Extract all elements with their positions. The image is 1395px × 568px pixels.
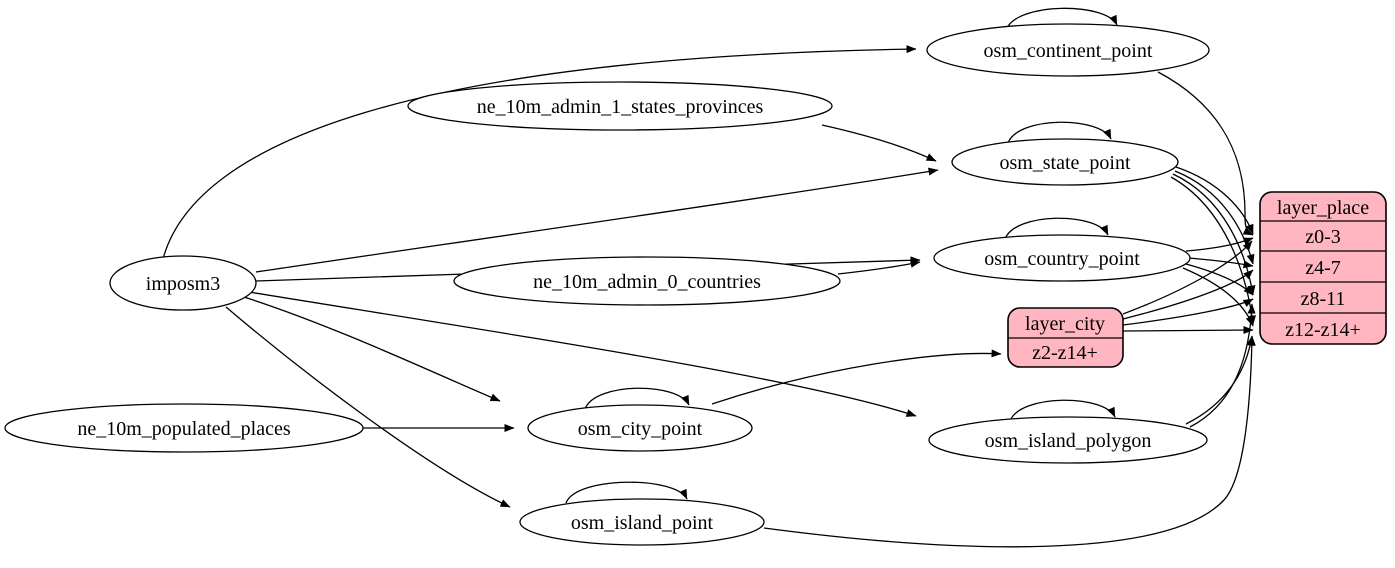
edge-osm_island_polygon-layer_place-z8-11 xyxy=(1189,303,1256,428)
layer_place-row-z4-7: z4-7 xyxy=(1305,257,1341,279)
node-imposm3: imposm3 xyxy=(109,255,257,311)
node-layer_place: layer_place z0-3 z4-7 z8-11 z12-z14+ xyxy=(1259,191,1387,345)
node-ne_10m_admin_0_countries: ne_10m_admin_0_countries xyxy=(453,256,841,306)
edge-loop-osm_continent_point xyxy=(1005,7,1118,31)
edge-osm_state_point-layer_place-z8-11 xyxy=(1172,173,1256,296)
node-osm_city_point: osm_city_point xyxy=(527,404,753,452)
node-osm_island_point-shape xyxy=(519,498,765,546)
node-osm_island_polygon-shape xyxy=(928,416,1208,464)
edge-imposm3-osm_island_polygon xyxy=(248,291,917,417)
node-osm_city_point-shape xyxy=(527,404,753,452)
node-ne_10m_populated_places: ne_10m_populated_places xyxy=(4,403,364,453)
node-osm_city_point-label: osm_city_point xyxy=(578,418,703,440)
edge-osm_state_point-layer_place-z4-7 xyxy=(1174,170,1255,265)
node-ne_10m_admin_0_countries-label: ne_10m_admin_0_countries xyxy=(533,271,761,293)
edge-osm_continent_point-layer_place-z0-3 xyxy=(1157,71,1254,236)
edge-osm_country_point-layer_place-z0-3 xyxy=(1185,237,1254,252)
node-osm_island_point-label: osm_island_point xyxy=(571,512,714,534)
edge-loop-osm_country_point xyxy=(1004,217,1109,240)
node-osm_island_polygon: osm_island_polygon xyxy=(928,416,1208,464)
layer_city-row-z2-z14: z2-z14+ xyxy=(1032,342,1098,364)
node-osm_continent_point: osm_continent_point xyxy=(926,23,1210,77)
node-osm_country_point-shape xyxy=(933,234,1191,282)
node-osm_state_point: osm_state_point xyxy=(951,138,1179,186)
node-ne_10m_admin_1_states_provinces: ne_10m_admin_1_states_provinces xyxy=(407,81,833,131)
node-osm_state_point-label: osm_state_point xyxy=(999,152,1131,174)
edge-osm_state_point-layer_place-z0-3 xyxy=(1175,166,1254,235)
edge-osm_country_point-layer_place-z8-11 xyxy=(1185,263,1254,296)
node-layer_place-shape xyxy=(1259,191,1387,345)
edge-osm_island_point-layer_place-z12-z14 xyxy=(763,335,1256,548)
edge-imposm3-osm_island_point xyxy=(225,306,511,508)
node-ne_10m_populated_places-label: ne_10m_populated_places xyxy=(77,418,290,440)
node-ne_10m_admin_1_states_provinces-shape xyxy=(407,81,833,131)
edge-ne_10m_admin_1_states_provinces-osm_state_point xyxy=(821,124,937,162)
node-ne_10m_admin_0_countries-shape xyxy=(453,256,841,306)
edge-loop-osm_state_point xyxy=(1007,121,1112,144)
layer_place-row-z8-11: z8-11 xyxy=(1301,288,1346,310)
layer_place-row-z12-z14: z12-z14+ xyxy=(1285,319,1361,341)
node-osm_island_polygon-label: osm_island_polygon xyxy=(985,430,1152,452)
edge-osm_city_point-layer_city xyxy=(711,349,1002,405)
node-osm_continent_point-label: osm_continent_point xyxy=(984,40,1153,62)
edge-layer_city-layer_place-z8-11 xyxy=(1122,298,1254,326)
edge-imposm3-osm_city_point xyxy=(243,296,501,402)
node-osm_country_point: osm_country_point xyxy=(933,234,1191,282)
node-osm_country_point-label: osm_country_point xyxy=(984,248,1140,270)
layer_place-row-z0-3: z0-3 xyxy=(1305,226,1341,248)
edge-imposm3-osm_continent_point xyxy=(162,45,917,260)
edges-group xyxy=(162,7,1256,548)
edge-osm_country_point-layer_place-z4-7 xyxy=(1188,257,1254,269)
edge-layer_city-layer_place-z12-z14 xyxy=(1122,326,1254,335)
node-imposm3-label: imposm3 xyxy=(146,273,220,295)
node-ne_10m_populated_places-shape xyxy=(4,403,364,453)
edge-osm_island_polygon-layer_place-z12-z14 xyxy=(1185,335,1255,425)
node-layer_city: layer_city z2-z14+ xyxy=(1007,307,1124,368)
edge-loop-osm_island_polygon xyxy=(1009,399,1116,422)
edge-layer_city-layer_place-z4-7 xyxy=(1122,269,1254,320)
node-ne_10m_admin_1_states_provinces-label: ne_10m_admin_1_states_provinces xyxy=(477,96,764,118)
edge-layer_city-layer_place-z0-3 xyxy=(1122,240,1253,315)
edge-imposm3-osm_state_point xyxy=(255,167,939,273)
edge-ne_10m_admin_0_countries-osm_country_point xyxy=(837,259,921,275)
node-layer_place-title: layer_place xyxy=(1277,197,1369,219)
node-layer_city-title: layer_city xyxy=(1025,313,1105,335)
node-osm_state_point-shape xyxy=(951,138,1179,186)
node-imposm3-shape xyxy=(109,255,257,311)
edge-loop-osm_city_point xyxy=(584,387,690,410)
node-osm_island_point: osm_island_point xyxy=(519,498,765,546)
node-osm_continent_point-shape xyxy=(926,23,1210,77)
edge-loop-osm_island_point xyxy=(565,481,688,504)
